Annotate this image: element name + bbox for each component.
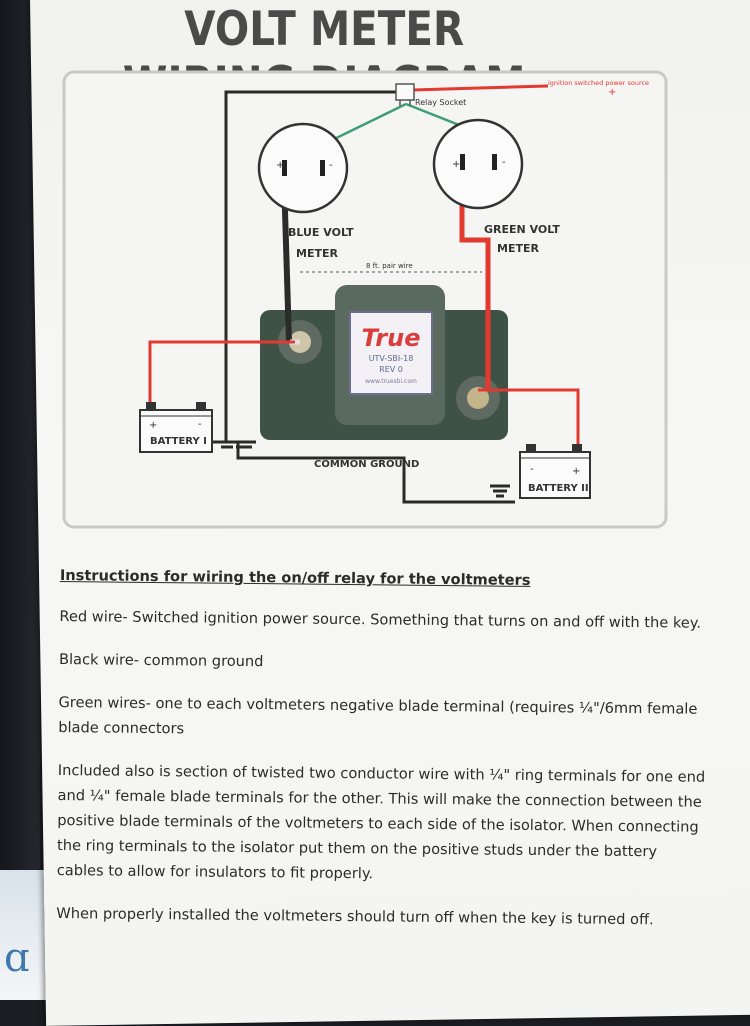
ignition-label: ignition switched power source	[548, 79, 649, 87]
green-meter-label-1: GREEN VOLT	[484, 223, 560, 236]
instructions-section: Instructions for wiring the on/off relay…	[56, 563, 710, 951]
green-meter-plus: +	[452, 159, 460, 170]
black-wire-common-ground	[236, 442, 515, 504]
instruction-twisted-pair: Included also is section of twisted two …	[56, 761, 706, 883]
battery2-minus: -	[530, 464, 534, 475]
isolator-rev: REV 0	[379, 365, 403, 374]
instruction-red-wire: Red wire- Switched ignition power source…	[59, 607, 702, 632]
isolator: True UTV-SBI-18 REV 0 www.truesbi.com	[260, 285, 508, 440]
cup-logo: ɑ	[4, 935, 30, 981]
relay-socket-label: Relay Socket	[415, 98, 466, 107]
red-wire-ignition	[411, 84, 549, 92]
battery1-plus: +	[149, 420, 157, 431]
red-wire-battery1-pos	[148, 340, 295, 410]
blue-meter-minus: -	[329, 160, 333, 171]
green-meter-minus: -	[502, 157, 506, 168]
blue-meter-plus: +	[276, 160, 284, 171]
blue-volt-meter	[257, 122, 349, 214]
wiring-diagram: True UTV-SBI-18 REV 0 www.truesbi.com	[62, 70, 668, 529]
instruction-final-note: When properly installed the voltmeters s…	[56, 904, 654, 929]
battery-2	[519, 444, 591, 499]
isolator-brand: True	[362, 324, 421, 352]
battery1-label: BATTERY I	[150, 436, 207, 447]
blue-meter-label-2: METER	[296, 247, 338, 260]
green-volt-meter	[432, 118, 524, 210]
isolator-label-plate	[349, 311, 433, 395]
stud-nut-right	[467, 387, 489, 409]
battery2-label: BATTERY II	[528, 483, 589, 494]
isolator-url: www.truesbi.com	[365, 378, 417, 385]
instruction-black-wire: Black wire- common ground	[58, 650, 264, 671]
battery2-plus: +	[572, 466, 580, 477]
green-meter-label-2: METER	[497, 242, 539, 255]
ignition-plus: +	[608, 87, 616, 98]
red-wire-battery2-pos	[478, 388, 580, 446]
battery1-minus: -	[198, 419, 202, 430]
instruction-green-wires: Green wires- one to each voltmeters nega…	[58, 693, 698, 738]
pair-wire-label: 8 ft. pair wire	[366, 262, 413, 270]
blue-meter-label-1: BLUE VOLT	[288, 226, 354, 239]
black-wire-relay-ground	[224, 90, 398, 442]
isolator-model: UTV-SBI-18	[369, 354, 414, 363]
relay-socket	[395, 83, 415, 106]
common-ground-label: COMMON GROUND	[314, 459, 419, 470]
battery-1	[139, 402, 213, 453]
